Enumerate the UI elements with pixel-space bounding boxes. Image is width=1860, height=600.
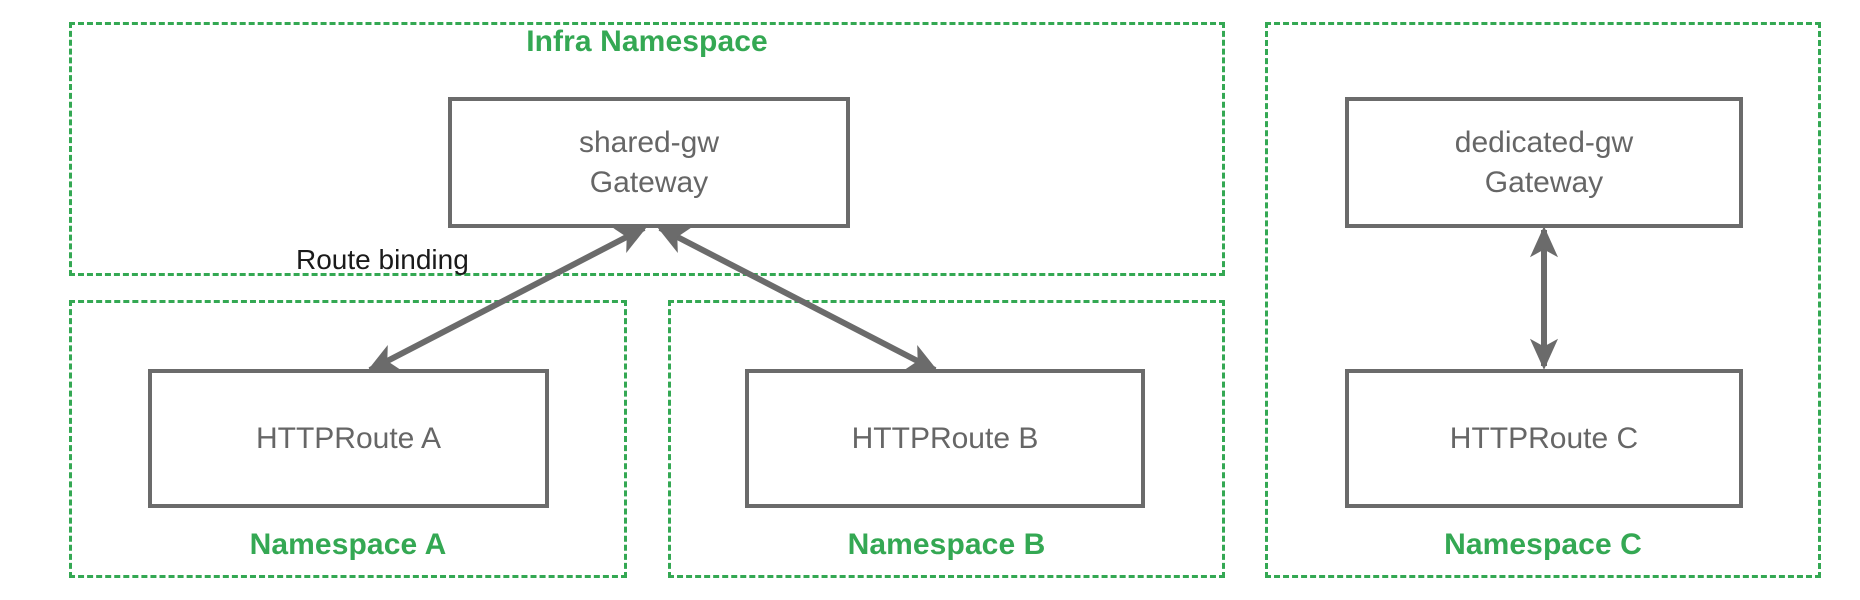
node-route-c[interactable]: HTTPRoute C [1345,369,1743,508]
node-dedicated-gw-line1: dedicated-gw [1454,125,1634,159]
namespace-b-label: Namespace B [847,528,1046,561]
route-binding-annotation: Route binding [296,244,469,275]
namespace-a-container [69,300,627,578]
node-route-b-label: HTTPRoute B [851,421,1039,455]
namespace-a-label: Namespace A [249,528,447,561]
namespace-infra-label: Infra Namespace [526,25,768,58]
node-route-c-label: HTTPRoute C [1449,421,1639,455]
node-dedicated-gw[interactable]: dedicated-gw Gateway [1345,97,1743,228]
node-shared-gw-line1: shared-gw [578,125,720,159]
namespace-c-label: Namespace C [1444,528,1642,561]
node-dedicated-gw-line2: Gateway [1484,165,1604,199]
node-shared-gw[interactable]: shared-gw Gateway [448,97,850,228]
node-route-b[interactable]: HTTPRoute B [745,369,1145,508]
node-route-a-label: HTTPRoute A [255,421,442,455]
namespace-b-container [668,300,1225,578]
node-route-a[interactable]: HTTPRoute A [148,369,549,508]
namespace-c-container [1265,22,1821,578]
node-shared-gw-line2: Gateway [589,165,709,199]
